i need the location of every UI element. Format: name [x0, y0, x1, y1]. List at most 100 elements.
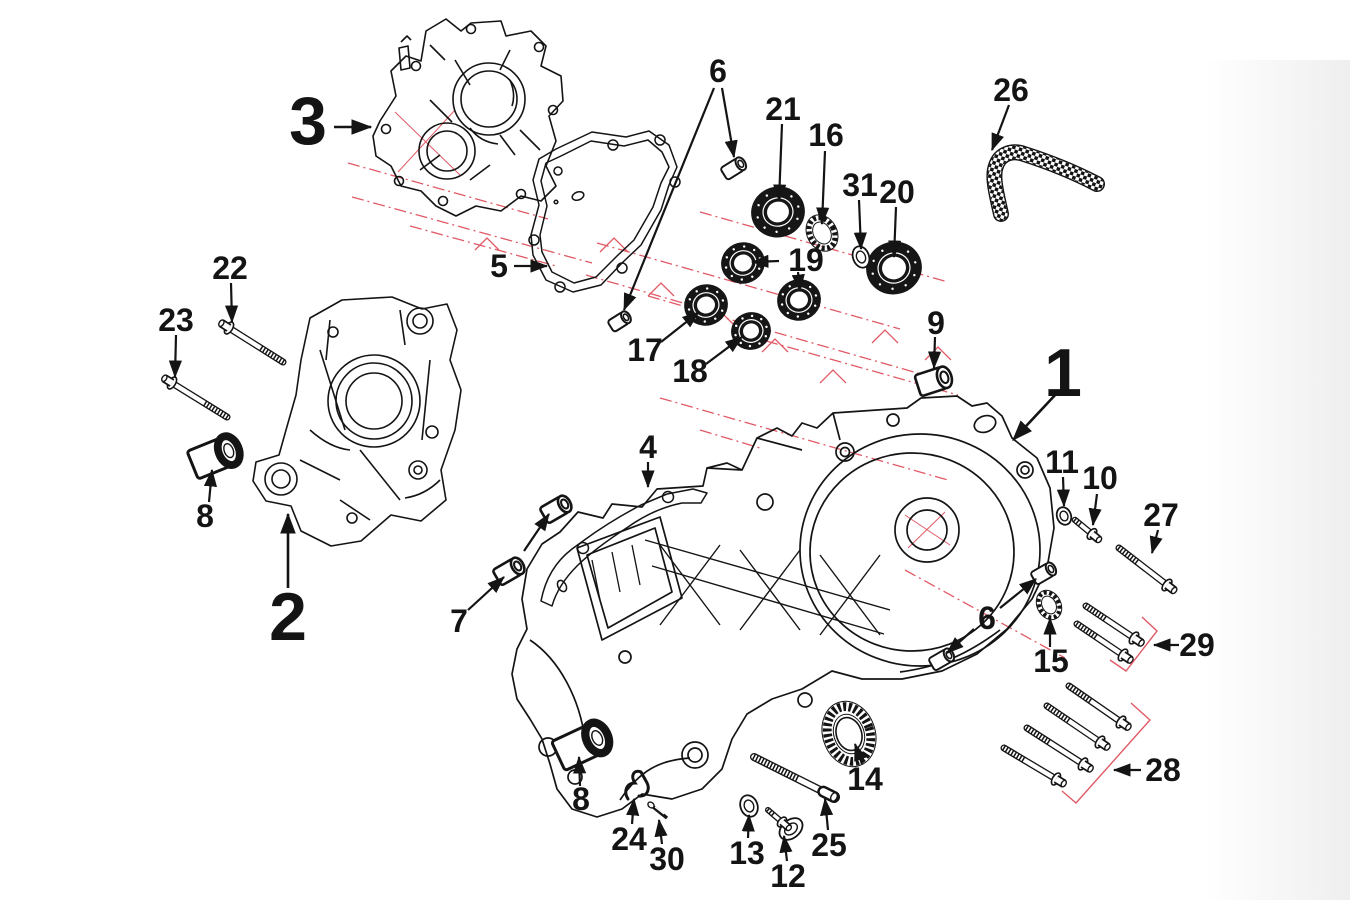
leader-arrow [622, 87, 716, 312]
part-label-16: 16 [808, 117, 844, 153]
leader-arrow [1088, 493, 1102, 527]
bearing [777, 279, 821, 321]
part-label-9: 9 [927, 305, 945, 341]
centerline [596, 242, 901, 330]
part-labels-layer: 1234566788910111213141516171819202122232… [158, 53, 1215, 894]
leader-arrow [773, 123, 787, 203]
centerline-break [761, 338, 789, 353]
part-30-screw [647, 801, 669, 820]
leader-arrow [820, 797, 834, 831]
leader-arrow [224, 282, 239, 324]
group-bracket [1109, 616, 1158, 672]
part-label-24: 24 [611, 821, 647, 857]
flange-bolt [1043, 702, 1111, 751]
flange-bolt [1082, 602, 1145, 647]
part-label-11: 11 [1045, 444, 1079, 480]
leader-arrow [1056, 476, 1071, 508]
centerline [351, 196, 593, 264]
flange-bolt [765, 807, 793, 832]
leader-arrow [660, 311, 700, 343]
leader-arrow [1012, 392, 1058, 441]
part-label-7: 7 [450, 603, 468, 639]
part-26-breather-hose [986, 144, 1105, 222]
truss-ribs [644, 539, 891, 636]
knurled-ring-gasket [805, 214, 839, 252]
part-label-13: 13 [729, 835, 765, 871]
part-label-18: 18 [672, 353, 708, 389]
crosshair [904, 514, 951, 546]
part-label-10: 10 [1082, 460, 1118, 496]
part-label-14: 14 [847, 761, 883, 797]
part-3-crankcase-cover [372, 18, 564, 217]
part-label-15: 15 [1033, 643, 1069, 679]
leader-arrow [168, 334, 182, 379]
centerline-break [819, 369, 847, 384]
bearing [866, 241, 922, 295]
part-label-8: 8 [196, 498, 214, 534]
leader-arrow [203, 468, 218, 503]
flange-bolt [218, 319, 287, 366]
dowel-pin [720, 156, 748, 181]
crosshair [394, 111, 461, 176]
flange-bolt [1073, 620, 1134, 664]
crosshair [907, 511, 946, 549]
part-label-19: 19 [788, 242, 824, 278]
leader-arrow [779, 834, 793, 862]
flange-bolt [1023, 724, 1094, 773]
part-label-30: 30 [649, 841, 685, 877]
part-label-5: 5 [490, 248, 508, 284]
part-label-29: 29 [1179, 627, 1215, 663]
part-label-4: 4 [639, 429, 657, 465]
leader-arrow [816, 150, 830, 226]
leader-arrow [990, 104, 1011, 152]
flange-bolt [1000, 744, 1068, 788]
spacer-collar [186, 432, 244, 480]
stud-bolt [750, 753, 840, 803]
centerline [659, 397, 949, 481]
leader-arrow [853, 199, 867, 251]
part-label-17: 17 [627, 332, 663, 368]
centerline-break [871, 329, 899, 344]
part-label-2: 2 [269, 579, 307, 655]
part-label-1: 1 [1044, 335, 1082, 411]
flange-bolt [1115, 544, 1178, 595]
part-label-12: 12 [770, 858, 806, 894]
centerline [699, 429, 761, 449]
part-label-28: 28 [1145, 752, 1181, 788]
leader-arrow [467, 576, 505, 611]
centerline-break [599, 237, 629, 253]
part-24-clip [624, 769, 650, 801]
part-2-crankcase-left-half [252, 296, 462, 547]
leader-arrow [572, 755, 587, 787]
page-edge-shading [1205, 60, 1350, 900]
washer-ring [1055, 506, 1073, 526]
part-label-20: 20 [879, 174, 915, 210]
centerline [585, 274, 691, 306]
part-label-26: 26 [993, 72, 1029, 108]
leader-arrow [705, 336, 743, 365]
part-label-3: 3 [289, 83, 327, 159]
flange-bolt [1065, 682, 1132, 731]
leader-arrow [791, 271, 805, 293]
leader-arrow [946, 628, 975, 654]
part-label-31: 31 [842, 167, 878, 203]
dowel-pin [913, 365, 954, 397]
centerline-break [647, 282, 675, 297]
dowel-pin [607, 310, 632, 333]
group-bracket [1061, 702, 1151, 804]
part-label-6: 6 [709, 53, 727, 89]
leader-arrow [523, 513, 550, 552]
leader-arrow [1149, 529, 1163, 555]
leader-arrow [654, 818, 668, 845]
knurled-ring-gasket [1035, 589, 1063, 621]
part-label-23: 23 [158, 302, 194, 338]
centerline [409, 225, 557, 267]
centerline [904, 569, 1066, 659]
part-5-cover-gasket [528, 130, 681, 293]
leader-arrow [999, 578, 1037, 609]
flange-bolt [1071, 516, 1103, 544]
part-label-6: 6 [978, 600, 996, 636]
crosshair [397, 109, 456, 173]
